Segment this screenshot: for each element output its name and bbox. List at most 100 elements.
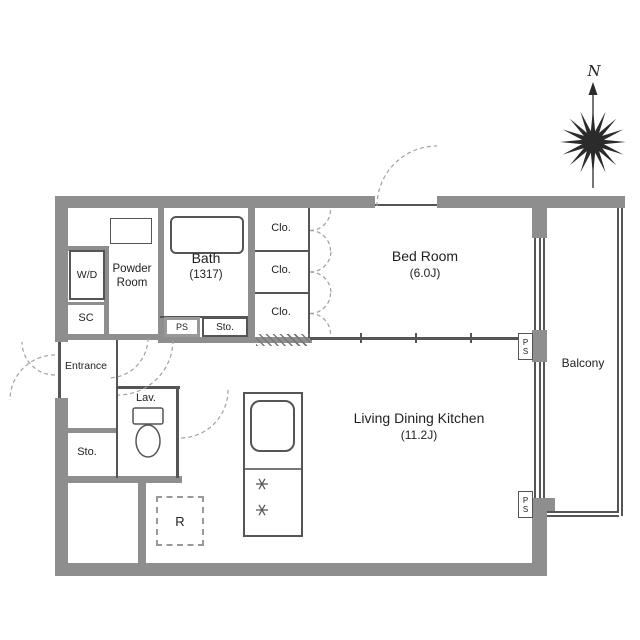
lavatory-door-arc — [179, 389, 229, 439]
pipe-space-hall-label: PS — [175, 322, 188, 332]
wall-closet-back — [248, 208, 255, 342]
bath-name: Bath — [191, 250, 221, 266]
storage-lower-label: Sto. — [60, 446, 114, 460]
closet3-text: Clo. — [271, 306, 291, 318]
shoe-closet-label: SC — [68, 312, 104, 326]
lavatory-label: Lav. — [118, 392, 174, 406]
entrance-door-arc-1 — [9, 354, 56, 401]
wall-balcony-stub — [547, 498, 555, 513]
wall-left-lower — [55, 398, 68, 576]
wall-right-bottom — [532, 498, 547, 576]
storage-hall-label: Sto. — [216, 321, 234, 333]
kitchen-sink — [250, 400, 295, 452]
bathtub — [170, 216, 244, 254]
pipe-space-mid-label: PS — [521, 337, 530, 356]
powder-line2: Room — [116, 277, 148, 290]
closet2-label: Clo. — [256, 264, 306, 278]
shoe-closet-text: SC — [78, 312, 94, 324]
line-closet-divider-1 — [255, 250, 308, 252]
washbasin-counter — [110, 218, 152, 244]
ldk-size: (11.2J) — [400, 427, 438, 442]
pipe-space-mid-box: PS — [518, 333, 533, 360]
toilet-icon — [132, 407, 164, 458]
washer-dryer-box: W/D — [69, 250, 105, 300]
line-bedroom-partition — [310, 337, 532, 340]
ldk-label: Living Dining Kitchen (11.2J) — [308, 410, 530, 443]
wall-right-mid — [532, 330, 547, 362]
balcony-label: Balcony — [547, 356, 619, 371]
window-mullion — [538, 238, 541, 330]
entrance-text: Entrance — [64, 360, 108, 372]
wall-hall-top — [158, 337, 312, 343]
closet2-door-arc-b — [309, 271, 332, 294]
wall-sc-bottom — [55, 334, 165, 340]
wall-lower-left-horizontal — [55, 476, 182, 483]
balcony-rail-right — [617, 208, 623, 516]
toilet-bowl — [135, 424, 161, 458]
bedroom-name: Bed Room — [391, 248, 459, 264]
sliding-door-hatch — [256, 334, 310, 346]
closet1-label: Clo. — [256, 222, 306, 236]
wall-top-right — [437, 196, 625, 208]
line-closet-front — [308, 208, 310, 338]
powder-room-label: Powder Room — [107, 262, 157, 291]
wall-wd-sc-divider — [55, 302, 104, 305]
compass-star — [560, 109, 626, 175]
ldk-window — [534, 362, 545, 498]
partition-tick-3 — [470, 333, 472, 343]
line-entrance-door — [58, 342, 61, 398]
lavatory-text: Lav. — [136, 392, 156, 404]
north-label-text: N — [587, 62, 601, 80]
closet3-label: Clo. — [256, 306, 306, 320]
refrigerator-label: R — [175, 513, 185, 529]
wall-kitchen-left — [138, 476, 146, 576]
counter-divider — [245, 468, 301, 470]
closet2-door-arc-a — [309, 250, 332, 273]
closet1-door-arc-a — [309, 209, 332, 232]
ldk-name: Living Dining Kitchen — [353, 410, 485, 426]
line-top-door-threshold — [375, 204, 437, 206]
pipe-space-lower-label: PS — [521, 495, 530, 514]
partition-tick-1 — [360, 333, 362, 343]
storage-lower-text: Sto. — [77, 446, 97, 458]
closet1-text: Clo. — [271, 222, 291, 234]
compass-rose — [560, 82, 626, 188]
line-lav-right — [176, 386, 179, 478]
storage-hall-box: Sto. — [202, 317, 248, 337]
closet3-door-arc-a — [309, 292, 332, 315]
line-closet-divider-2 — [255, 292, 308, 294]
closet1-door-arc-b — [309, 229, 332, 252]
wall-bottom — [55, 563, 547, 576]
wall-top-left — [55, 196, 375, 208]
bedroom-window — [534, 238, 545, 330]
entrance-door-arc-2 — [21, 341, 56, 376]
line-lav-top — [116, 386, 180, 389]
refrigerator-space: R — [156, 496, 204, 546]
pipe-space-lower-box: PS — [518, 491, 533, 518]
closet2-text: Clo. — [271, 264, 291, 276]
compass-arrowhead — [588, 82, 598, 95]
closet3-door-arc-b — [309, 312, 332, 335]
bedroom-size: (6.0J) — [409, 265, 441, 280]
wall-storage-top — [55, 428, 118, 433]
bath-size: (1317) — [189, 268, 223, 281]
pipe-space-hall-box: PS — [164, 317, 200, 337]
bath-label: Bath (1317) — [164, 250, 248, 282]
wall-left-upper — [55, 196, 68, 342]
north-label: N — [582, 62, 606, 81]
balcony-text: Balcony — [561, 356, 605, 370]
window-mullion — [538, 362, 541, 498]
bedroom-label: Bed Room (6.0J) — [330, 248, 520, 281]
balcony-rail-bottom — [547, 511, 619, 517]
powder-line1: Powder — [112, 263, 152, 275]
wall-right-top — [532, 196, 547, 238]
toilet-tank — [132, 407, 164, 425]
washer-dryer-label: W/D — [76, 269, 98, 281]
line-entrance-step — [116, 340, 118, 478]
entrance-label: Entrance — [54, 360, 118, 373]
wall-powder-left — [104, 246, 109, 338]
wall-bath-left — [158, 208, 164, 342]
bedroom-top-door-arc — [376, 145, 438, 207]
partition-tick-2 — [415, 333, 417, 343]
